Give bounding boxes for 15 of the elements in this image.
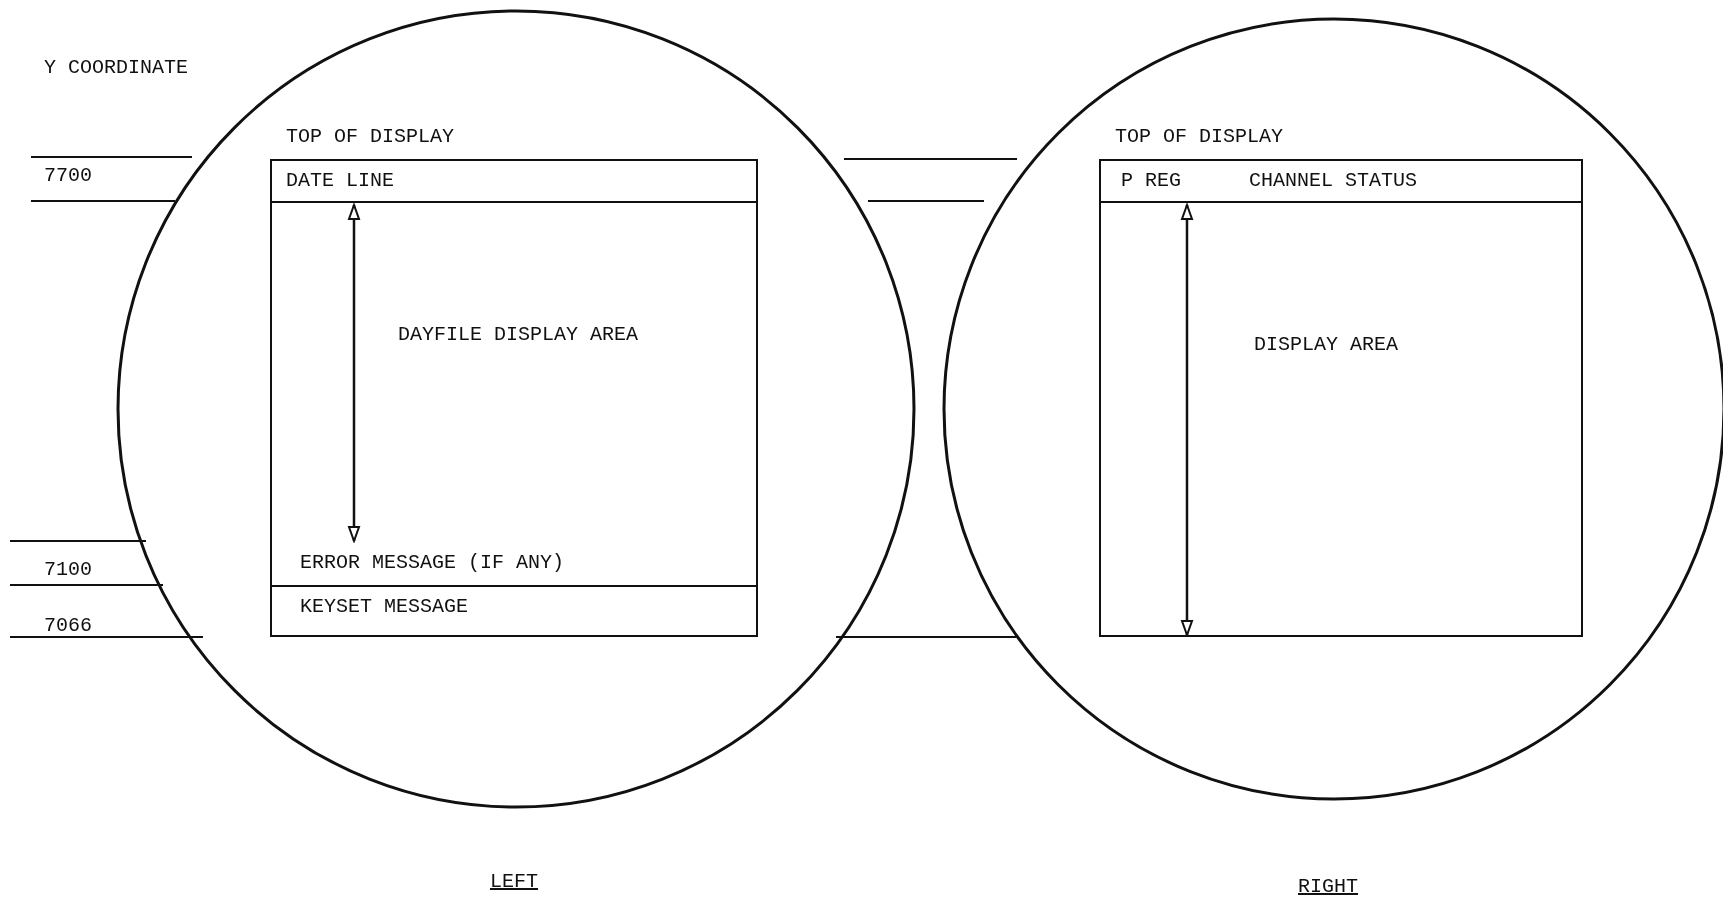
coordinate-value: 7066 (44, 614, 92, 637)
screen-heading: TOP OF DISPLAY (286, 125, 455, 148)
line-text: ERROR MESSAGE (IF ANY) (300, 551, 565, 574)
coordinate-value: 7700 (44, 164, 92, 187)
line-text: KEYSET MESSAGE (300, 595, 469, 618)
line-text: DATE LINE (286, 169, 395, 192)
area-label: DISPLAY AREA (1253, 332, 1399, 358)
screen-heading: TOP OF DISPLAY (1115, 125, 1284, 148)
coordinate-value: 7100 (44, 558, 92, 581)
line-text: CHANNEL STATUS (1249, 169, 1418, 192)
screen-caption: RIGHT (1298, 875, 1358, 898)
axis-title: Y COORDINATE (44, 56, 189, 79)
area-label: DAYFILE DISPLAY AREA (398, 322, 638, 348)
screen-caption: LEFT (490, 870, 538, 893)
line-text: P REG (1121, 169, 1181, 192)
